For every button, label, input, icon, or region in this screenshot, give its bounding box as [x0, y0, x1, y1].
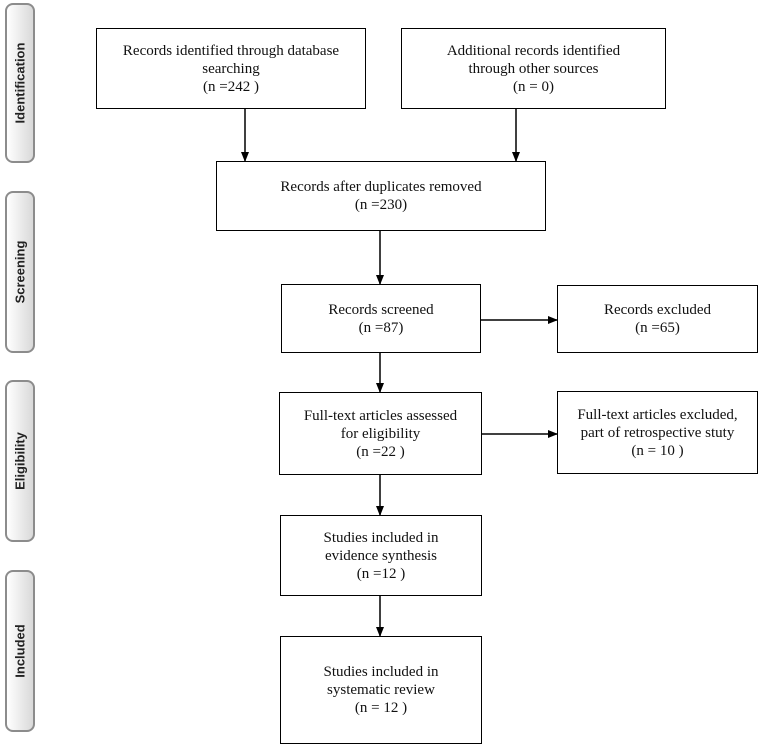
other-sources-line-2: through other sources: [468, 60, 599, 77]
phase-screening: Screening: [5, 191, 35, 353]
systematic-review-count: (n = 12 ): [354, 700, 408, 716]
box-fulltext-assessed: Full-text articles assessed for eligibil…: [279, 392, 482, 475]
box-records-excluded: Records excluded (n =65): [557, 285, 758, 353]
phase-identification: Identification: [5, 3, 35, 163]
other-sources-count: (n = 0): [513, 78, 554, 95]
evidence-synthesis-line-2: evidence synthesis: [324, 547, 438, 564]
duplicates-removed-count: (n =230): [354, 197, 408, 213]
evidence-synthesis-count: (n =12 ): [356, 565, 406, 582]
database-search-line-2: searching: [202, 60, 260, 77]
systematic-review-line-2: systematic review: [327, 682, 435, 698]
phase-included: Included: [5, 570, 35, 732]
box-database-search: Records identified through database sear…: [96, 28, 366, 109]
box-fulltext-excluded: Full-text articles excluded, part of ret…: [557, 391, 758, 474]
records-excluded-line-1: Records excluded: [603, 302, 712, 318]
fulltext-excluded-line-2: part of retrospective stuty: [580, 424, 735, 441]
box-evidence-synthesis: Studies included in evidence synthesis (…: [280, 515, 482, 596]
duplicates-removed-line-1: Records after duplicates removed: [280, 179, 482, 195]
fulltext-assessed-count: (n =22 ): [356, 443, 405, 460]
box-duplicates-removed: Records after duplicates removed (n =230…: [216, 161, 546, 231]
other-sources-line-1: Additional records identified: [446, 42, 621, 59]
records-screened-count: (n =87): [358, 319, 404, 336]
systematic-review-line-1: Studies included in: [323, 664, 439, 680]
fulltext-assessed-line-1: Full-text articles assessed: [303, 407, 458, 424]
box-records-screened: Records screened (n =87): [281, 284, 481, 353]
box-systematic-review: Studies included in systematic review (n…: [280, 636, 482, 744]
fulltext-excluded-count: (n = 10 ): [631, 442, 684, 459]
evidence-synthesis-line-1: Studies included in: [323, 529, 439, 546]
phase-eligibility: Eligibility: [5, 380, 35, 542]
records-excluded-count: (n =65): [635, 320, 680, 336]
box-other-sources: Additional records identified through ot…: [401, 28, 666, 109]
database-search-count: (n =242 ): [203, 78, 259, 95]
fulltext-excluded-line-1: Full-text articles excluded,: [577, 406, 738, 423]
database-search-line-1: Records identified through database: [122, 42, 340, 59]
fulltext-assessed-line-2: for eligibility: [340, 425, 421, 442]
records-screened-line-1: Records screened: [328, 301, 434, 318]
